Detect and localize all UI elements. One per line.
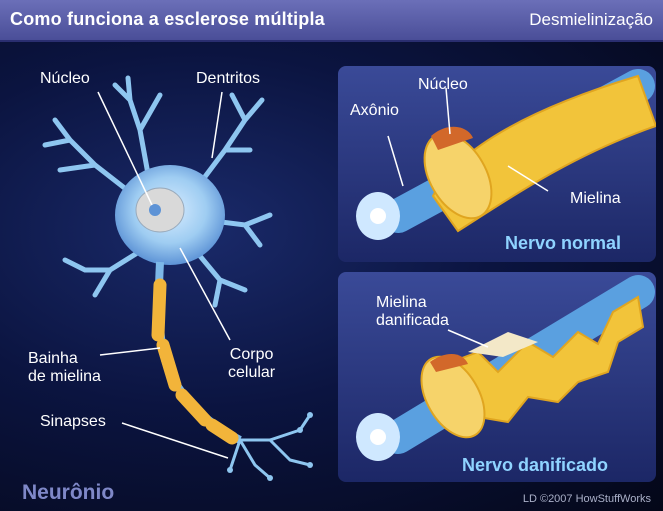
label-dendrites: Dentritos — [196, 70, 260, 88]
label-nucleus: Núcleo — [40, 70, 90, 88]
caption-normal-nerve: Nervo normal — [505, 234, 621, 252]
caption-damaged-nerve: Nervo danificado — [462, 456, 608, 474]
neuron-caption: Neurônio — [22, 481, 114, 505]
synapse-terminals — [230, 415, 310, 478]
label-cell-body-line2: celular — [228, 364, 275, 382]
myelin-sheath — [158, 285, 232, 438]
label-myelin-sheath: Bainha de mielina — [28, 350, 101, 386]
label-normal-nucleus: Núcleo — [418, 76, 468, 94]
label-cell-body-line1: Corpo — [228, 346, 275, 364]
label-damaged-myelin-line1: Mielina — [376, 294, 449, 312]
leader-lines — [98, 92, 230, 458]
label-axon: Axônio — [350, 102, 399, 120]
label-myelin-sheath-line1: Bainha — [28, 350, 101, 368]
nucleolus — [149, 204, 161, 216]
label-cell-body: Corpo celular — [228, 346, 275, 382]
label-damaged-myelin-line2: danificada — [376, 312, 449, 330]
label-damaged-myelin: Mielina danificada — [376, 294, 449, 330]
credit-text: LD ©2007 HowStuffWorks — [523, 493, 651, 505]
label-myelin-sheath-line2: de mielina — [28, 368, 101, 386]
label-synapses: Sinapses — [40, 413, 106, 431]
label-myelin: Mielina — [570, 190, 621, 208]
